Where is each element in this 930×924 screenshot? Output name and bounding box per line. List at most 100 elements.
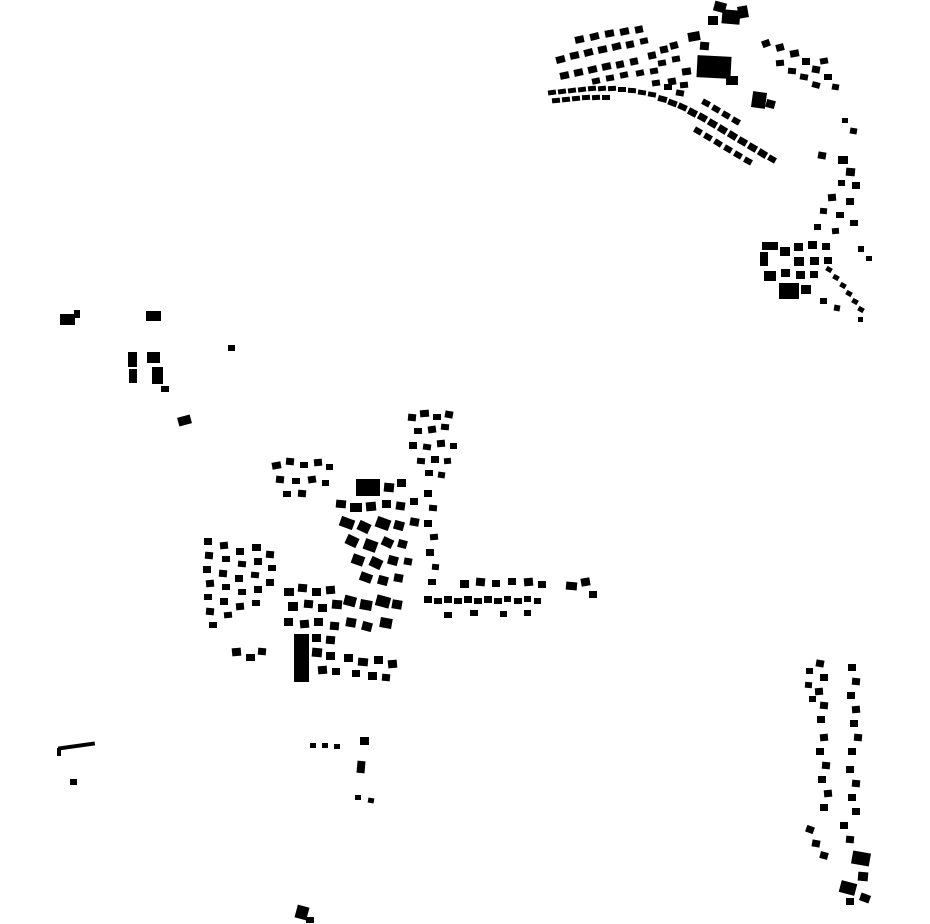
building-footprint <box>851 850 871 867</box>
building-footprint <box>205 579 215 588</box>
building-footprint <box>604 29 615 38</box>
building-footprint <box>368 672 377 680</box>
building-footprint <box>567 87 577 94</box>
building-footprint <box>303 599 314 609</box>
building-footprint <box>811 81 821 89</box>
building-footprint <box>410 498 418 505</box>
building-footprint <box>547 89 557 96</box>
building-footprint <box>358 571 374 584</box>
building-footprint <box>524 596 531 602</box>
building-footprint <box>310 743 316 748</box>
building-footprint <box>591 77 601 85</box>
building-footprint <box>235 602 245 611</box>
building-footprint <box>589 32 600 41</box>
building-footprint <box>500 611 507 617</box>
building-footprint <box>817 716 825 723</box>
building-footprint <box>647 91 657 98</box>
building-footprint <box>268 565 276 571</box>
building-footprint <box>204 551 214 560</box>
building-footprint <box>360 737 369 745</box>
building-footprint <box>271 461 282 470</box>
building-footprint <box>565 581 578 591</box>
building-footprint <box>436 439 446 448</box>
building-footprint <box>726 130 739 141</box>
building-footprint <box>254 586 262 593</box>
building-footprint <box>583 47 594 58</box>
building-footprint <box>677 102 688 112</box>
building-footprint <box>811 65 821 74</box>
building-footprint <box>205 607 215 616</box>
building-footprint <box>443 457 452 465</box>
building-footprint <box>847 692 855 699</box>
building-footprint <box>713 138 723 148</box>
building-footprint <box>393 573 404 583</box>
building-footprint <box>322 743 328 748</box>
building-footprint <box>587 85 597 92</box>
building-footprint <box>851 297 859 306</box>
building-footprint <box>266 579 274 586</box>
building-footprint <box>326 652 335 660</box>
building-footprint <box>804 681 813 689</box>
building-footprint <box>284 588 294 596</box>
building-footprint <box>492 580 500 587</box>
building-footprint <box>427 425 437 434</box>
building-footprint <box>858 892 872 904</box>
building-footprint <box>285 457 295 466</box>
building-footprint <box>344 654 353 662</box>
building-footprint <box>819 207 828 215</box>
building-footprint <box>737 5 749 19</box>
building-footprint <box>851 705 861 714</box>
building-footprint <box>60 314 75 325</box>
building-footprint <box>437 471 446 479</box>
building-footprint <box>294 634 309 682</box>
building-footprint <box>831 227 840 235</box>
building-footprint <box>825 265 833 274</box>
building-footprint <box>236 548 244 555</box>
building-footprint <box>756 148 769 159</box>
building-footprint <box>657 94 668 104</box>
building-footprint <box>794 243 803 251</box>
building-footprint <box>161 386 169 392</box>
building-footprint <box>344 533 360 549</box>
building-footprint <box>361 620 373 633</box>
building-footprint <box>283 491 291 497</box>
building-footprint <box>335 499 347 509</box>
building-footprint <box>444 612 452 618</box>
building-footprint <box>431 563 440 571</box>
building-footprint <box>853 733 863 742</box>
building-footprint <box>235 575 243 582</box>
building-footprint <box>395 501 406 511</box>
building-footprint <box>619 71 629 79</box>
building-footprint <box>787 67 797 75</box>
building-footprint <box>794 257 804 266</box>
building-footprint <box>350 503 362 512</box>
building-footprint <box>419 409 430 418</box>
building-footprint <box>508 578 516 585</box>
building-footprint <box>607 85 617 92</box>
building-footprint <box>838 880 858 896</box>
building-footprint <box>857 871 869 882</box>
building-footprint <box>338 515 356 531</box>
building-footprint <box>805 824 815 835</box>
building-footprint <box>857 305 865 314</box>
building-footprint <box>634 25 644 34</box>
building-footprint <box>382 500 391 508</box>
building-footprint <box>317 665 328 675</box>
building-footprint <box>686 107 699 118</box>
building-footprint <box>561 96 571 103</box>
building-footprint <box>538 581 546 588</box>
building-footprint <box>403 557 413 566</box>
building-footprint <box>433 414 441 420</box>
building-footprint <box>852 808 860 815</box>
building-footprint <box>731 116 741 126</box>
building-footprint <box>858 317 863 322</box>
building-footprint <box>587 65 598 74</box>
building-footprint <box>387 659 398 669</box>
building-footprint <box>764 271 776 281</box>
building-footprint <box>597 45 608 54</box>
building-footprint <box>393 519 405 532</box>
building-footprint <box>832 273 840 282</box>
building-footprint <box>703 132 713 142</box>
building-footprint <box>204 538 212 545</box>
